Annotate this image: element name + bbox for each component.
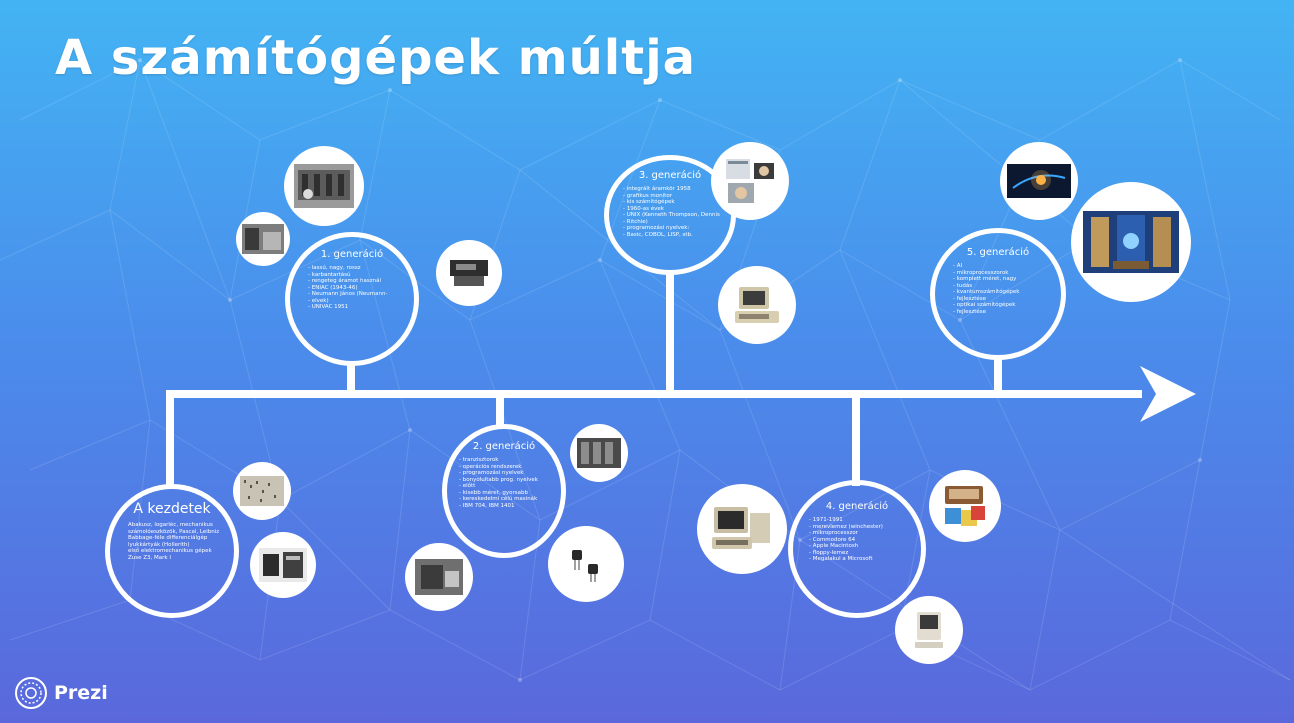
list-item: fejlesztése: [953, 309, 1043, 316]
generation-intro-list: Abakusz, logarléc, mechanikus számolóesz…: [128, 522, 220, 561]
list-item: bonyolultabb prog. nyelvek: [459, 477, 549, 484]
quantum-computer-photo[interactable]: [1071, 182, 1191, 302]
list-item: mikroprocesszorok: [953, 270, 1043, 277]
list-item: programozási nyelvek:: [623, 225, 717, 232]
list-item: floppy-lemez: [809, 550, 905, 557]
list-item: integrált áramkör 1958: [623, 186, 717, 193]
eniac-operators-photo[interactable]: [284, 146, 364, 226]
apple-ii-photo[interactable]: [718, 266, 796, 344]
generation-4-heading: 4. generáció: [825, 501, 889, 512]
generation-3-list: integrált áramkör 1958 grafikus monitor …: [623, 186, 720, 239]
generation-2-heading: 2. generáció: [472, 441, 536, 452]
list-item: karbantartású: [308, 272, 396, 279]
list-item: Abakusz, logarléc, mechanikus: [128, 522, 213, 528]
ibm-mainframe-photo[interactable]: [711, 142, 789, 220]
generation-5-list: AI mikroprocesszorok komplett méret, nag…: [953, 263, 1043, 315]
univac-console-photo[interactable]: [436, 240, 502, 306]
generation-3-heading: 3. generáció: [638, 170, 702, 181]
commodore-photo[interactable]: [697, 484, 787, 574]
list-item: UNIVAC 1951: [308, 304, 396, 311]
list-item: UNIX (Kenneth Thompson, Dennis: [623, 212, 720, 219]
generation-5-heading: 5. generáció: [966, 247, 1030, 258]
list-item: első elektromechanikus gépek: [128, 548, 212, 554]
list-item: tranzisztorok: [459, 457, 549, 464]
list-item: IBM 704, IBM 1401: [459, 503, 549, 510]
prezi-brand-name: Prezi: [54, 682, 108, 704]
list-item: tudás: [953, 283, 1043, 290]
list-item: Basic, COBOL, LISP, stb.: [623, 232, 717, 239]
macintosh-photo[interactable]: [895, 596, 963, 664]
generation-2-list: tranzisztorok operációs rendszerek progr…: [459, 457, 549, 509]
generation-5-circle[interactable]: 5. generáció AI mikroprocesszorok komple…: [930, 228, 1066, 360]
list-item: Apple Macintosh: [809, 543, 905, 550]
list-item: lyukkártyák (Hollerith): [128, 541, 190, 548]
list-item: programozási nyelvek: [459, 470, 549, 477]
list-item: grafikus monitor: [623, 193, 717, 200]
list-item: kereskedelmi célú masinák: [459, 496, 549, 503]
list-item: merevlemez (winchester): [809, 524, 905, 531]
list-item: Babbage-féle differenciálgép: [128, 535, 208, 541]
list-item: AI: [953, 263, 1043, 270]
generation-1-list: lassú, nagy, rossz karbantartású rengete…: [308, 265, 396, 311]
list-item: mikroprocesszor: [809, 530, 905, 537]
list-item: Commodore 64: [809, 537, 905, 544]
list-item: rengeteg áramot használ: [308, 278, 396, 285]
punch-card-photo[interactable]: [233, 462, 291, 520]
ai-globe-photo[interactable]: [1000, 142, 1078, 220]
generation-1-heading: 1. generáció: [320, 249, 384, 260]
connector-gen2: [496, 394, 504, 428]
punched-tape-reader-photo[interactable]: [405, 543, 473, 611]
generation-intro-circle[interactable]: A kezdetek Abakusz, logarléc, mechanikus…: [105, 484, 239, 618]
list-item: Ritchie): [623, 219, 717, 226]
connector-gen4: [852, 394, 860, 486]
connector-gen3: [666, 270, 674, 394]
generation-intro-heading: A kezdetek: [133, 501, 211, 517]
prezi-logo[interactable]: Prezi: [14, 676, 108, 710]
connector-gen1: [347, 362, 355, 394]
prezi-logo-icon: [15, 677, 47, 709]
list-item: Zuse Z3, Mark I: [128, 554, 171, 561]
list-item: elvek): [308, 298, 396, 305]
list-item: komplett méret, nagy: [953, 276, 1043, 283]
list-item: előtt: [459, 483, 549, 490]
list-item: lassú, nagy, rossz: [308, 265, 396, 272]
list-item: ENIAC (1943-46): [308, 285, 396, 292]
transistor-board-photo[interactable]: [570, 424, 628, 482]
connector-intro: [166, 390, 174, 486]
list-item: operációs rendszerek: [459, 464, 549, 471]
floppy-disks-photo[interactable]: [929, 470, 1001, 542]
list-item: 1971-1991: [809, 517, 905, 524]
generation-2-circle[interactable]: 2. generáció tranzisztorok operációs ren…: [442, 424, 566, 558]
generation-4-circle[interactable]: 4. generáció 1971-1991 merevlemez (winch…: [788, 480, 926, 618]
generation-4-list: 1971-1991 merevlemez (winchester) mikrop…: [809, 517, 905, 563]
list-item: Megalakul a Microsoft: [809, 556, 905, 563]
generation-1-circle[interactable]: 1. generáció lassú, nagy, rossz karbanta…: [285, 232, 419, 366]
list-item: 1960-as évek: [623, 206, 717, 213]
list-item: kvantumszámítógépek: [953, 289, 1043, 296]
connector-gen5: [994, 356, 1002, 394]
transistors-photo[interactable]: [548, 526, 624, 602]
list-item: Neumann János (Neumann-: [308, 291, 396, 298]
list-item: fejlesztése: [953, 296, 1043, 303]
timeline-arrow-head: [1140, 366, 1196, 422]
list-item: kis számítógépek: [623, 199, 717, 206]
list-item: számolóeszközök, Pascal, Leibniz: [128, 528, 220, 535]
vacuum-tube-room-photo[interactable]: [236, 212, 290, 266]
relay-computer-photo[interactable]: [250, 532, 316, 598]
timeline-axis-line: [166, 390, 1142, 398]
list-item: kisebb méret, gyorsabb: [459, 490, 549, 497]
presentation-title: A számítógépek múltja: [55, 30, 697, 86]
list-item: optikai számítógépek: [953, 302, 1043, 309]
